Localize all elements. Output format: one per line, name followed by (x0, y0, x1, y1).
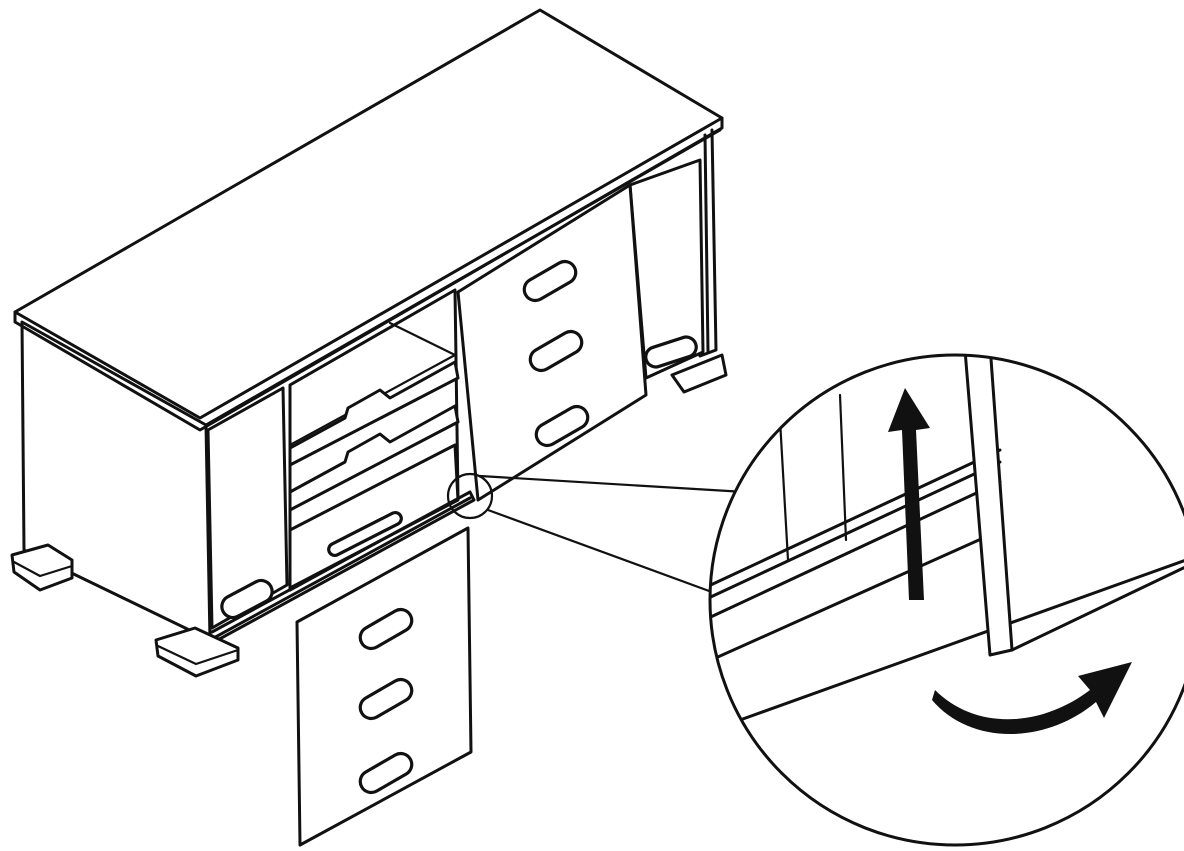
zoom-callout-lines (478, 474, 747, 597)
right-side-panel (698, 128, 718, 358)
detail-door-face (1010, 558, 1184, 652)
detail-panel-edges (778, 393, 848, 562)
right-foot (670, 353, 728, 394)
loose-door-handle-3 (358, 751, 414, 795)
left-foot-detail (12, 560, 74, 578)
arrow-up-icon (888, 388, 930, 600)
sideboard (10, 8, 747, 678)
drawer-middle (288, 404, 460, 512)
detail-rail-top (710, 448, 1002, 592)
loose-door-handle-1 (358, 607, 414, 651)
detail-view (708, 353, 1184, 847)
curved-arrow-icon (932, 662, 1132, 735)
right-inner-edge (703, 133, 710, 354)
left-foot (10, 543, 74, 592)
center-foot (154, 626, 240, 678)
left-door (206, 386, 289, 630)
right-door-handle (644, 335, 698, 369)
loose-door-handle-2 (358, 677, 414, 721)
center-door-handle-3 (534, 404, 590, 448)
center-foot-detail (156, 644, 240, 666)
detail-circle (708, 353, 1184, 847)
detail-floor-line (738, 553, 1184, 722)
top-panel-edge (13, 116, 724, 432)
drawer-top (288, 360, 460, 467)
detail-base-line (710, 533, 992, 667)
bottom-rail (210, 490, 476, 644)
center-door-handle-2 (528, 329, 584, 373)
center-door-handle-1 (522, 259, 578, 303)
drawer-bottom-handle (327, 510, 403, 558)
loose-door (295, 526, 473, 847)
detail-rail-low (710, 480, 1002, 624)
detail-rail-mid (710, 460, 1002, 604)
zoom-marker (446, 472, 494, 520)
